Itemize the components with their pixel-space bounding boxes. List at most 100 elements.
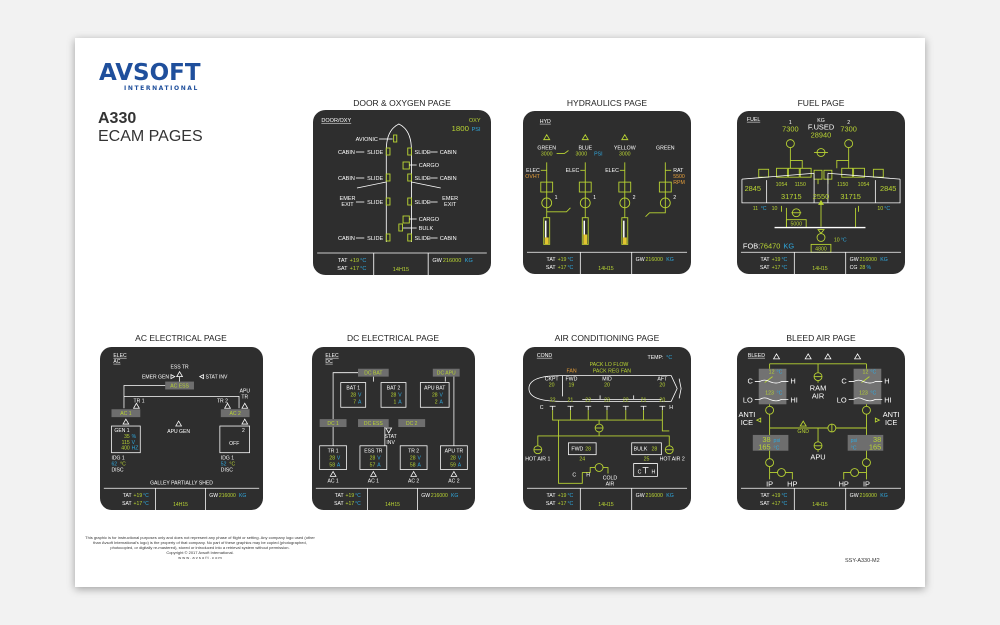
svg-text:C: C — [572, 472, 576, 478]
sat-label: SAT — [334, 501, 344, 507]
sat-value: +17 — [346, 501, 355, 507]
gw-unit: KG — [880, 257, 888, 263]
sat-unit: °C — [143, 501, 149, 507]
sat-label: SAT — [760, 501, 771, 507]
gen1-label: GEN 1 — [114, 428, 129, 434]
sat-unit: °C — [781, 501, 787, 507]
svg-text:V: V — [440, 392, 444, 398]
svg-text:H: H — [586, 472, 590, 478]
dc-page-title: DC ELECTRICAL PAGE — [346, 333, 440, 343]
svg-text:EMER: EMER — [442, 196, 458, 202]
dc-apu-bus: DC APU — [437, 371, 456, 377]
ac-electrical-panel: ELEC AC ESS TR EMER GEN STAT INV AC ESS … — [100, 347, 263, 510]
svg-text:1: 1 — [789, 120, 792, 126]
svg-text:V: V — [358, 392, 362, 398]
fuselage-outline — [385, 123, 412, 242]
gw-value: 216000 — [646, 493, 664, 499]
svg-text:ELEC: ELEC — [605, 168, 619, 174]
svg-text:°C: °C — [761, 206, 767, 212]
page-label: ELEC — [325, 353, 339, 359]
tat-label: TAT — [335, 493, 345, 499]
sat-value: +17 — [350, 266, 359, 272]
svg-text:psi: psi — [774, 438, 781, 444]
svg-text:psi: psi — [851, 438, 858, 444]
status-footer: TAT +19 °C SAT +17 °C 14H15 GW 216000 KG — [526, 251, 688, 275]
svg-text:A: A — [358, 399, 362, 405]
ac-ess-bus: AC ESS — [170, 383, 189, 389]
svg-text:165: 165 — [869, 443, 881, 452]
svg-text:IDG 1: IDG 1 — [112, 456, 125, 462]
tat-label: TAT — [761, 257, 771, 263]
svg-text:C: C — [747, 377, 753, 386]
svg-text:AC: AC — [113, 359, 120, 365]
door-oxygen-panel: DOOR/OXY OXY 1800 PSI AVIONIC CABIN SLID… — [313, 110, 491, 275]
page-label: ELEC — [113, 353, 127, 359]
sat-label: SAT — [337, 266, 348, 272]
oxy-value: 1800 — [452, 124, 469, 133]
svg-text:APU: APU — [810, 453, 825, 462]
product-code: SSY-A330-M2 — [845, 558, 880, 564]
svg-text:1: 1 — [555, 195, 558, 201]
svg-text:11: 11 — [753, 206, 759, 212]
status-footer: TAT +19 °C SAT +17 °C 14H15 GW 216000 KG — [315, 487, 472, 510]
eng1-fuel-flow: 7300 — [782, 125, 798, 134]
svg-text:ELEC: ELEC — [526, 168, 540, 174]
svg-text:28: 28 — [432, 392, 438, 398]
tat-value: +19 — [346, 493, 355, 499]
svg-text:TR 2: TR 2 — [217, 398, 228, 404]
utc-time: 14H15 — [598, 502, 613, 508]
svg-text:20: 20 — [549, 383, 555, 389]
svg-text:KG: KG — [817, 118, 825, 124]
utc-time: 14H15 — [393, 267, 409, 273]
svg-text:123: 123 — [765, 390, 774, 396]
svg-text:1150: 1150 — [795, 182, 806, 188]
svg-text:38: 38 — [873, 435, 881, 444]
tank-inner-left: 31715 — [781, 192, 802, 201]
sat-label: SAT — [760, 265, 771, 271]
svg-text:SLIDE: SLIDE — [415, 150, 431, 156]
bleed-page-title: BLEED AIR PAGE — [786, 333, 856, 343]
sat-value: +17 — [772, 265, 781, 271]
svg-text:SLIDE: SLIDE — [367, 200, 383, 206]
sat-label: SAT — [546, 501, 557, 507]
svg-text:19: 19 — [569, 383, 575, 389]
svg-text:12: 12 — [769, 370, 775, 376]
svg-text:BAT 2: BAT 2 — [387, 385, 401, 391]
svg-text:ESS TR: ESS TR — [170, 365, 188, 371]
svg-text:C: C — [540, 405, 544, 411]
ac-page-title: AC ELECTRICAL PAGE — [135, 333, 227, 343]
svg-text:°C: °C — [666, 355, 672, 361]
tank-inner-right: 31715 — [840, 192, 861, 201]
svg-text:V: V — [377, 456, 381, 462]
door-cargo-aft: CARGO — [419, 217, 439, 223]
svg-text:52: 52 — [221, 461, 227, 467]
oxy-label: OXY — [469, 118, 481, 124]
svg-text:21: 21 — [641, 397, 647, 403]
svg-text:ANTI: ANTI — [738, 410, 755, 419]
svg-text:IP: IP — [863, 479, 870, 488]
tat-unit: °C — [355, 493, 361, 499]
svg-text:V: V — [417, 456, 421, 462]
svg-text:23: 23 — [604, 397, 610, 403]
svg-text:CABIN: CABIN — [338, 176, 355, 182]
sat-value: +17 — [558, 501, 567, 507]
svg-text:1150: 1150 — [837, 182, 848, 188]
svg-text:58: 58 — [329, 462, 335, 468]
svg-text:FWD: FWD — [565, 377, 577, 383]
svg-text:TR 1: TR 1 — [134, 398, 145, 404]
svg-text:V: V — [337, 456, 341, 462]
svg-text:%: % — [132, 434, 137, 440]
svg-text:28: 28 — [585, 447, 591, 453]
svg-text:APU TR: APU TR — [445, 449, 464, 455]
gw-label: GW — [432, 258, 442, 264]
svg-text:2: 2 — [673, 195, 676, 201]
svg-text:HOT AIR 1: HOT AIR 1 — [525, 457, 550, 463]
svg-text:TR 1: TR 1 — [328, 449, 339, 455]
galley-shed-message: GALLEY PARTIALLY SHED — [150, 480, 213, 486]
door-bulk: BULK — [419, 226, 434, 232]
eng2-fuel-flow: 7300 — [840, 125, 856, 134]
svg-text:RAM: RAM — [810, 383, 826, 392]
svg-text:GND: GND — [797, 429, 809, 435]
sat-unit: °C — [781, 265, 787, 271]
